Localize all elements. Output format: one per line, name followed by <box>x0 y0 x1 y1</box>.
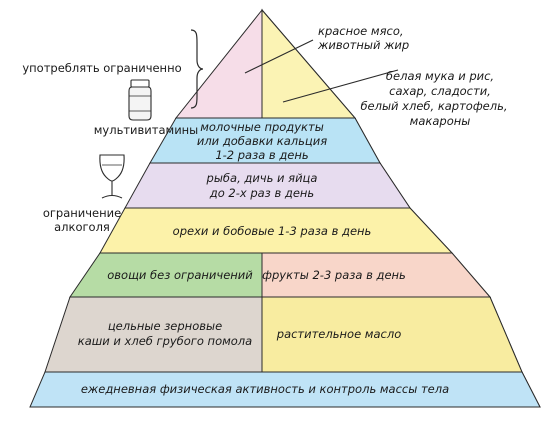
note-red-meat-line-1: красное мясо, <box>318 24 404 38</box>
tier-fish-line-1: рыба, дичь и яйца <box>206 171 318 185</box>
note-starch-line-4: макароны <box>410 114 471 128</box>
side-label-alcohol-line-1: ограничение <box>43 206 121 220</box>
note-starch-line-3: белый хлеб, картофель, <box>360 99 507 113</box>
pointer-line-red-meat <box>244 39 314 74</box>
tier-dairy-line-1: молочные продукты <box>200 120 324 134</box>
tier-physical-activity <box>29 371 541 408</box>
curly-brace-icon <box>190 29 204 109</box>
tier-red-meat <box>174 8 263 119</box>
pointer-line-starch <box>282 69 399 103</box>
tier-grains-line-2: каши и хлеб грубого помола <box>78 334 252 348</box>
wine-glass-icon <box>99 154 125 199</box>
side-label-limit: употреблять ограниченно <box>22 61 181 75</box>
note-starch-line-1: белая мука и рис, <box>386 69 494 83</box>
note-starch-line-2: сахар, сладости, <box>389 84 491 98</box>
tier-vegetables-label: овощи без ограничений <box>107 268 253 282</box>
side-label-alcohol-line-2: алкоголя <box>54 220 110 234</box>
tier-dairy-line-3: 1-2 раза в день <box>215 148 308 162</box>
tier-fish-line-2: до 2-х раз в день <box>209 186 314 200</box>
tier-oil-label: растительное масло <box>276 327 401 341</box>
tier-grains-line-1: цельные зерновые <box>108 319 222 333</box>
side-label-multivitamins: мультивитамины <box>94 123 199 137</box>
tier-base-label: ежедневная физическая активность и контр… <box>81 382 449 396</box>
tier-nuts-label: орехи и бобовые 1-3 раза в день <box>173 224 372 238</box>
tier-fruits-label: фрукты 2-3 раза в день <box>262 268 406 282</box>
vitamin-bottle-icon <box>128 79 152 121</box>
note-red-meat-line-2: животный жир <box>317 38 409 52</box>
tier-dairy-line-2: или добавки кальция <box>197 134 327 148</box>
